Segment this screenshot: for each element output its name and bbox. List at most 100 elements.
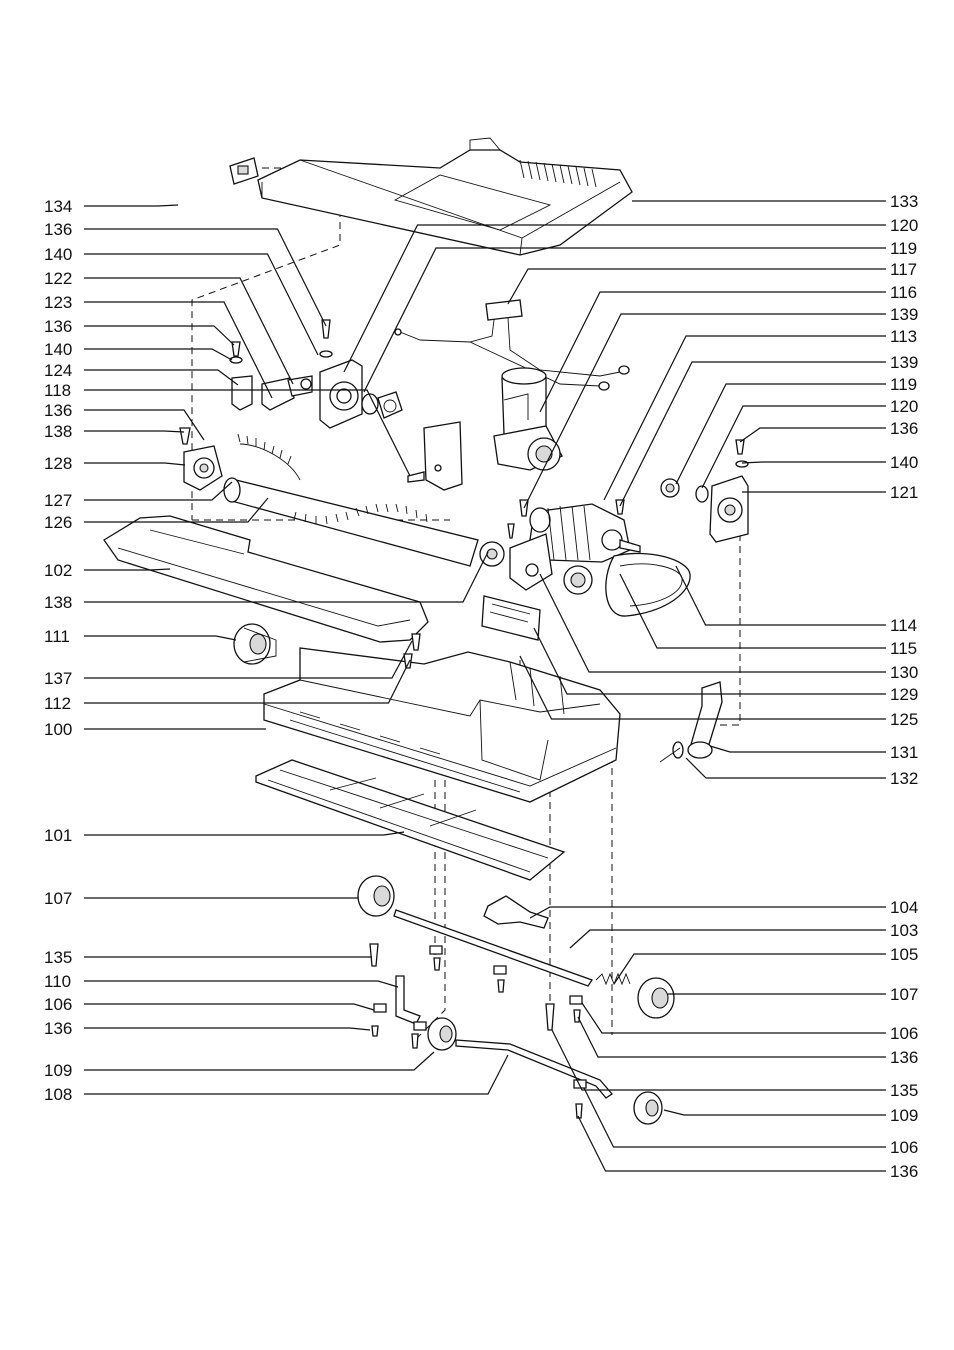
callout-135: 135 [44,948,72,967]
leader-128 [84,463,185,465]
callout-140: 140 [890,453,918,472]
leader-101 [84,832,404,835]
leader-109 [664,1110,886,1115]
leader-132 [686,758,886,778]
leader-104 [530,907,886,918]
drive-wheel [234,624,276,664]
rear-wheels [358,876,674,1018]
callout-137: 137 [44,669,72,688]
callout-125: 125 [890,710,918,729]
callout-139: 139 [890,305,918,324]
callout-120: 120 [890,397,918,416]
leader-135 [552,1030,886,1090]
leader-140 [84,349,232,360]
handle-clip [230,158,258,184]
leader-108 [84,1055,508,1094]
leader-136 [740,428,886,442]
callout-123: 123 [44,293,72,312]
callout-103: 103 [890,921,918,940]
rear-axle [394,896,630,986]
callout-136: 136 [890,419,918,438]
callout-131: 131 [890,743,918,762]
callout-110: 110 [44,972,71,991]
leader-106 [584,1088,886,1147]
leader-130 [540,574,886,672]
callout-106: 106 [890,1138,918,1157]
callout-119: 119 [890,239,917,258]
right-callout-labels: 133 120 119 117 116 139 113 139 119 120 … [890,192,918,1181]
callout-129: 129 [890,685,918,704]
right-end-plate [661,476,748,542]
callout-116: 116 [890,283,917,302]
leader-103 [570,930,886,948]
leader-116 [540,292,886,412]
leader-113 [604,336,886,500]
pulley-and-belts [564,553,690,616]
leader-138 [84,431,184,432]
left-callout-labels: 134 136 140 122 123 136 140 124 118 136 … [44,197,72,1104]
leader-136 [578,1017,886,1057]
leader-140 [742,462,886,463]
callout-105: 105 [890,945,918,964]
callout-111: 111 [44,627,70,646]
switch-parts [232,376,312,410]
hood-cover [258,138,632,255]
callout-140: 140 [44,340,72,359]
callout-102: 102 [44,561,72,580]
callout-108: 108 [44,1085,72,1104]
leader-136 [578,1116,886,1171]
leader-122 [84,278,293,384]
callout-104: 104 [890,898,918,917]
callout-119: 119 [890,375,917,394]
leader-106 [582,1003,886,1033]
callout-124: 124 [44,361,72,380]
callout-113: 113 [890,327,917,346]
leader-110 [84,981,398,987]
callout-117: 117 [890,260,917,279]
callout-130: 130 [890,663,918,682]
leader-127 [84,482,232,500]
callout-127: 127 [44,491,72,510]
leader-111 [84,636,236,640]
leader-109 [84,1052,434,1070]
callout-118: 118 [44,381,71,400]
callout-120: 120 [890,216,918,235]
leader-106 [84,1004,374,1010]
callout-106: 106 [890,1024,918,1043]
front-wheels [428,1018,662,1124]
callout-115: 115 [890,639,917,658]
callout-135: 135 [890,1081,918,1100]
callout-107: 107 [890,985,918,1004]
left-end-plate [320,360,402,428]
leader-139 [524,314,886,508]
switch-bracket [408,422,462,490]
leader-124 [84,370,238,385]
callout-107: 107 [44,889,72,908]
callout-139: 139 [890,353,918,372]
callout-101: 101 [44,826,72,845]
callout-136: 136 [44,317,72,336]
callout-136: 136 [44,401,72,420]
callout-140: 140 [44,245,72,264]
leader-120 [344,225,886,372]
callout-112: 112 [44,694,71,713]
callout-121: 121 [890,483,918,502]
callout-122: 122 [44,269,72,288]
callout-138: 138 [44,593,72,612]
leader-136 [84,1028,370,1030]
leader-129 [534,628,886,694]
leader-114 [676,566,886,625]
callout-133: 133 [890,192,918,211]
callout-109: 109 [890,1106,918,1125]
leader-119 [676,384,886,484]
fan-wheel [480,534,552,590]
callout-100: 100 [44,720,72,739]
callout-132: 132 [890,769,918,788]
leader-134 [84,205,178,206]
leader-140 [84,254,318,355]
callout-136: 136 [44,1019,72,1038]
leader-120 [702,406,886,488]
callout-109: 109 [44,1061,72,1080]
